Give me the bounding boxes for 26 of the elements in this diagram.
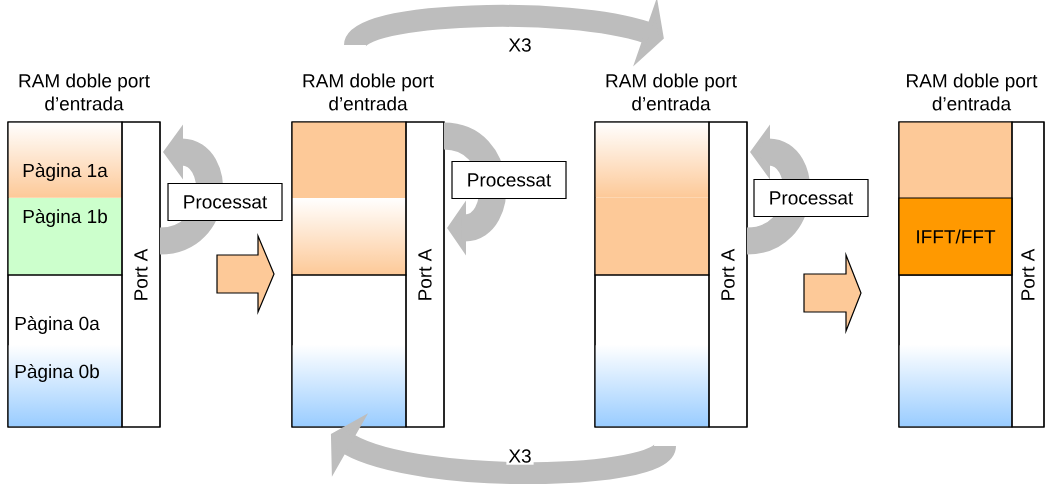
memory-section <box>291 121 407 276</box>
section-label: Pàgina 1a <box>23 163 108 181</box>
label-box: Processat <box>167 182 283 222</box>
block-heading: RAM doble port d’entrada <box>606 73 737 111</box>
section-label: Pàgina 0a <box>15 316 100 334</box>
edge-label: X3 <box>506 447 534 465</box>
block-heading: RAM doble port d’entrada <box>907 73 1038 111</box>
section-label: Pàgina 1b <box>23 209 107 227</box>
memory-section <box>594 274 710 428</box>
block-arrow <box>803 251 862 335</box>
memory-section <box>898 274 1013 428</box>
label-box: Processat <box>753 178 869 218</box>
memory-section <box>291 274 407 428</box>
section-label: IFFT/FFT <box>917 229 996 244</box>
port-label: Port A <box>418 248 432 300</box>
label-box: Processat <box>451 160 567 200</box>
port-label: Port A <box>1021 248 1035 300</box>
block-heading: RAM doble port d’entrada <box>19 73 150 111</box>
memory-section <box>594 121 710 276</box>
curved-arrow <box>442 122 507 256</box>
block-heading: RAM doble port d’entrada <box>303 73 434 111</box>
section-label: Pàgina 0b <box>15 364 99 382</box>
port-label: Port A <box>721 248 735 300</box>
block-arrow <box>216 233 275 315</box>
edge-label: X3 <box>506 36 534 54</box>
port-label: Port A <box>134 248 148 300</box>
